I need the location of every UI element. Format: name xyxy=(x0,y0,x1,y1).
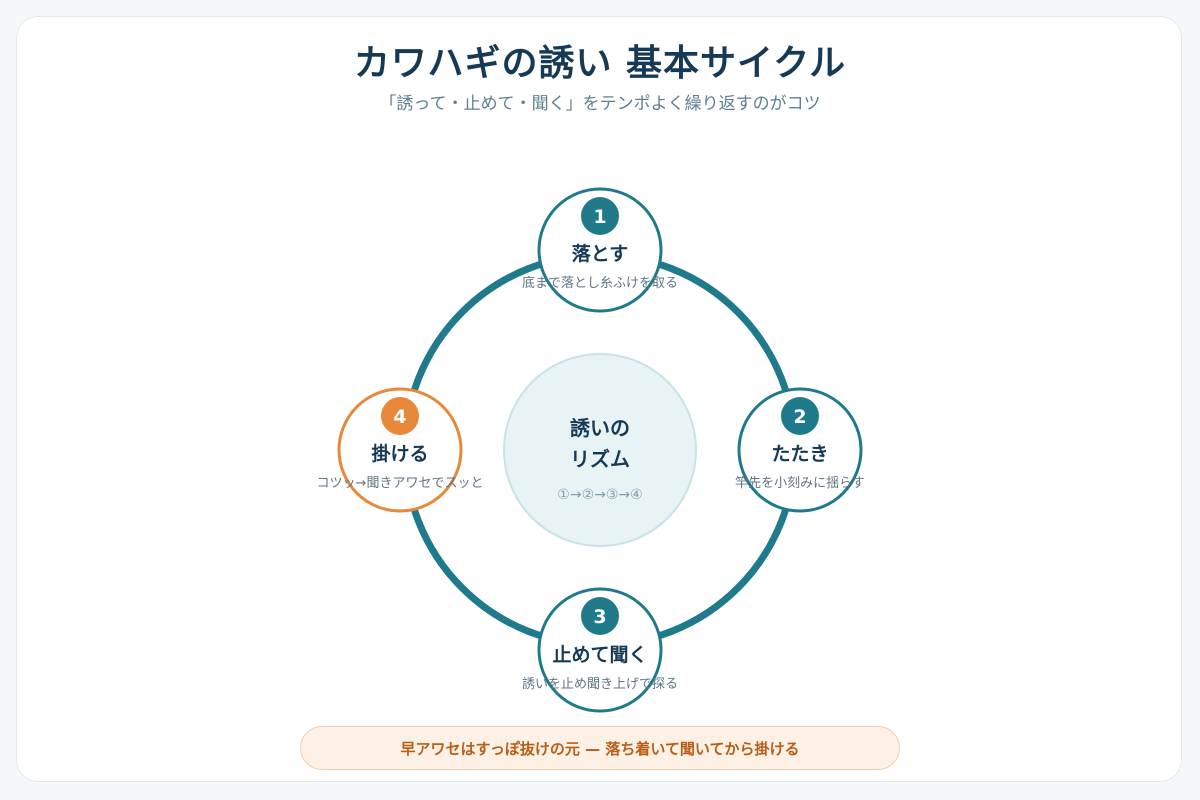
step-4-circle xyxy=(337,387,463,513)
step-4-number: 4 xyxy=(393,406,406,428)
center-circle xyxy=(503,353,697,547)
step-2-number: 2 xyxy=(793,406,806,428)
step-3-circle xyxy=(537,587,663,713)
center-sequence: ①→②→③→④ xyxy=(557,487,642,503)
step-3-description: 誘いを止め聞き上げで探る xyxy=(522,677,678,692)
step-2-description: 竿先を小刻みに揺らす xyxy=(735,475,865,491)
step-1-number: 1 xyxy=(593,206,606,228)
center-label-line2: リズム xyxy=(570,447,630,471)
step-1-title: 落とす xyxy=(572,242,628,265)
step-3-number: 3 xyxy=(593,606,606,628)
step-2-number-badge xyxy=(781,397,819,435)
step-1-number-badge xyxy=(581,197,619,235)
step-2-circle xyxy=(737,387,863,513)
page-subtitle: 「誘って・止めて・聞く」をテンポよく繰り返すのがコツ xyxy=(379,94,821,114)
step-3-title: 止めて聞く xyxy=(552,644,647,666)
step-4-description: コツッ→聞きアワセでスッと xyxy=(317,476,484,491)
step-3-number-badge xyxy=(581,597,619,635)
step-4-title: 掛ける xyxy=(371,442,428,465)
step-2-title: たたき xyxy=(771,443,828,465)
tip-banner: 早アワセはすっぽ抜けの元 — 落ち着いて聞いてから掛ける xyxy=(300,726,900,770)
center-hub: 誘いの リズム ①→②→③→④ xyxy=(503,353,697,547)
page-title: カワハギの誘い 基本サイクル xyxy=(353,43,847,84)
step-1-description: 底まで落とし糸ふけを取る xyxy=(522,275,678,291)
step-4-number-badge xyxy=(381,397,419,435)
step-node-2: 2 たたき 竿先を小刻みに揺らす xyxy=(735,387,865,513)
step-node-1: 1 落とす 底まで落とし糸ふけを取る xyxy=(522,187,678,313)
center-label-line1: 誘いの xyxy=(570,416,630,440)
step-node-3: 3 止めて聞く 誘いを止め聞き上げで探る xyxy=(522,587,678,713)
step-1-circle xyxy=(537,187,663,313)
step-node-4: 4 掛ける コツッ→聞きアワセでスッと xyxy=(317,387,484,513)
tip-text: 早アワセはすっぽ抜けの元 — 落ち着いて聞いてから掛ける xyxy=(400,739,800,758)
